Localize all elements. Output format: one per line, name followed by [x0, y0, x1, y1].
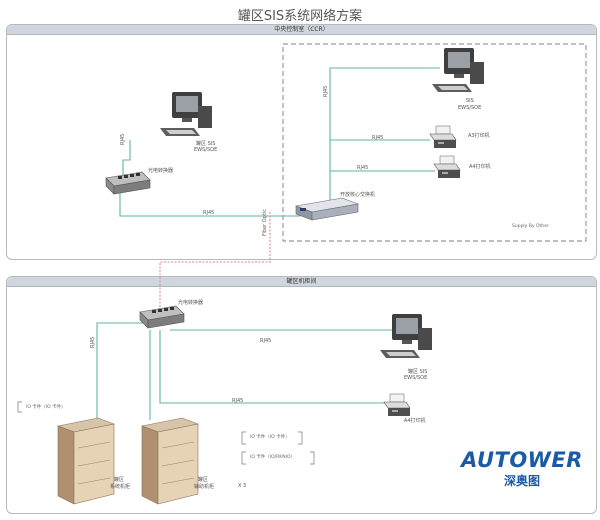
field-lines — [96, 322, 406, 425]
ccr-printer-a4 — [433, 155, 461, 178]
io-brackets — [17, 401, 315, 465]
ccr-rj45-top-label: RJ45 — [323, 85, 329, 97]
ccr-converter-label: 光电转换器 — [148, 168, 174, 174]
field-optical-converter — [139, 305, 185, 329]
ccr-left-ws-label1: 罐区 SIS — [196, 141, 216, 147]
logo-brand: AUTOWER — [461, 448, 583, 472]
ccr-rj45-bottom-label: RJ45 — [203, 210, 215, 216]
line-left-ws-to-converter — [122, 140, 131, 178]
bracket-left-label: IO 卡件（IO 卡件） — [26, 405, 66, 410]
line-converter-to-ws — [170, 329, 406, 340]
bracket-right-label-2: IO 卡件（IO/RKNIO） — [250, 455, 295, 460]
cabinet-2-label2: 辅助机柜 — [194, 484, 215, 490]
ccr-header: 中央控制室（CCR） — [7, 25, 596, 35]
field-rj45-vertical-label: RJ45 — [90, 336, 96, 348]
cabinet-1-label1: 罐区 — [114, 477, 125, 483]
ccr-workstation-left — [160, 92, 212, 136]
ccr-left-ws-label2: EWS/SOE — [194, 147, 218, 153]
ccr-core-switch — [294, 197, 360, 221]
printer-a4-label: A4打印机 — [469, 164, 491, 170]
diagram-title: 罐区SIS系统网络方案 — [237, 9, 363, 24]
field-ws-label1: 罐区 SIS — [408, 369, 428, 375]
cabinet-1-label2: 系统机柜 — [110, 484, 131, 490]
ccr-optical-converter — [105, 171, 151, 195]
field-ws-label2: EWS/SOE — [404, 375, 428, 381]
field-workstation — [380, 314, 432, 358]
cabinet-count-label: X 3 — [238, 483, 247, 489]
field-header: 罐区机柜间 — [7, 277, 596, 287]
line-converter-to-switch — [119, 193, 300, 217]
ccr-rj45-a4-label: RJ45 — [357, 165, 369, 171]
fiber-optic-label: Fiber Optic — [262, 208, 268, 236]
field-converter-label: 光电转换器 — [178, 300, 204, 306]
field-printer-a4 — [383, 393, 411, 416]
bracket-right-label-1: IO 卡件（IO 卡件） — [250, 435, 290, 440]
logo-chinese: 深奥图 — [503, 474, 540, 488]
supply-note: Supply By Other — [512, 224, 549, 229]
ccr-panel: 中央控制室（CCR） — [6, 24, 597, 260]
core-switch-label: 开放核心交换机 — [340, 192, 376, 198]
ccr-rj45-left-label: RJ45 — [120, 133, 126, 145]
supply-boundary — [282, 43, 587, 242]
line-converter-to-cabinet1 — [96, 322, 145, 425]
ccr-rj45-a3-label: RJ45 — [372, 135, 384, 141]
autower-logo: AUTOWER 深奥图 — [452, 448, 592, 489]
auxiliary-cabinet — [140, 417, 200, 505]
field-rj45-ws-label: RJ45 — [260, 338, 272, 344]
field-rj45-printer-label: RJ45 — [232, 398, 244, 404]
line-converter-to-printer — [159, 330, 395, 404]
line-switch-to-top-ws — [329, 67, 440, 206]
fiber-line — [159, 212, 271, 310]
ccr-printer-a3 — [429, 125, 457, 148]
field-printer-label: A4打印机 — [404, 418, 426, 424]
system-cabinet — [56, 417, 116, 505]
ccr-lines — [119, 67, 440, 217]
top-ws-label2: EWS/SOE — [458, 105, 482, 111]
cabinet-2-label1: 罐区 — [198, 477, 209, 483]
ccr-workstation-top — [432, 48, 484, 92]
printer-a3-label: A3打印机 — [468, 133, 490, 139]
top-ws-label1: SIS — [466, 98, 474, 104]
